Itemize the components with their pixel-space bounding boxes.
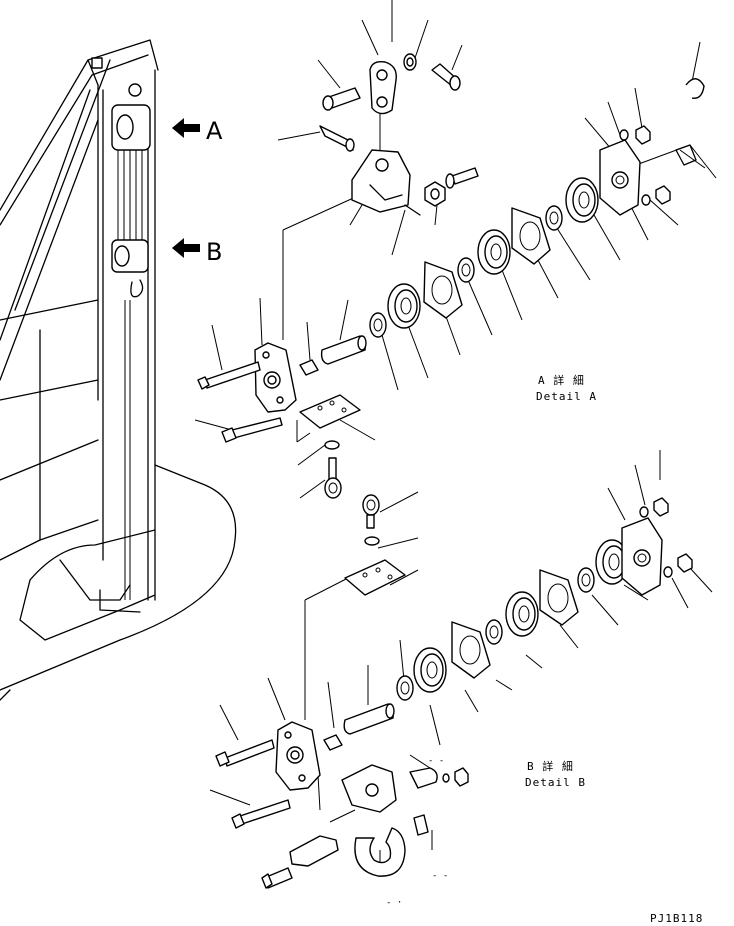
detail-a-jp-label: A 詳 細 [538, 374, 585, 387]
svg-text:- ·: - · [386, 898, 402, 908]
arrow-a-label: A [206, 117, 223, 145]
arrow-b-icon [172, 238, 200, 258]
svg-text:- -: - - [432, 871, 448, 881]
arrow-b-label: B [206, 238, 223, 266]
machine-mast-illustration [0, 39, 237, 701]
detail-a-assembly [194, 0, 717, 499]
detail-b-jp-label: B 詳 細 [527, 760, 574, 773]
detail-a-en-label: Detail A [536, 390, 597, 403]
arrow-a-icon [172, 118, 200, 138]
drawing-code: PJ1B118 [650, 912, 704, 925]
detail-b-en-label: Detail B [525, 776, 586, 789]
svg-text:- -: - - [428, 756, 444, 766]
detail-b-assembly: - - - - - · [209, 450, 713, 908]
